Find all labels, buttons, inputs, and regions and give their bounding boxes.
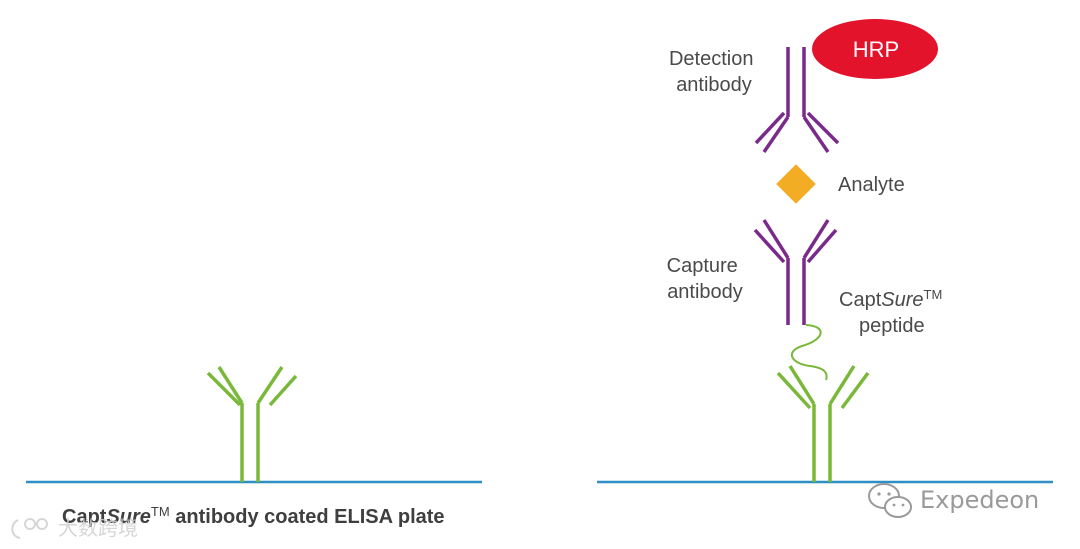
watermark: 大数跨境 <box>11 516 138 540</box>
capture-antibody <box>753 219 838 325</box>
detection-antibody-label: Detection antibody <box>669 48 759 96</box>
detection-antibody <box>754 47 840 153</box>
hrp-label: HRP <box>853 37 899 62</box>
right-panel: HRP Detection antibody Analyte Capture a… <box>597 19 1053 484</box>
expedeon-brand: Expedeon <box>868 483 1039 518</box>
left-panel: CaptSureTM antibody coated ELISA plate <box>26 366 482 528</box>
caption-italic: Sure <box>106 506 150 528</box>
capture-antibody-label: Capture antibody <box>667 255 744 303</box>
caption-tm: TM <box>151 504 170 519</box>
left-caption: CaptSureTM antibody coated ELISA plate <box>62 504 445 528</box>
captsure-peptide <box>790 324 828 381</box>
wechat-icon <box>868 483 912 518</box>
analyte-diamond <box>776 164 816 204</box>
watermark-text: 大数跨境 <box>58 516 138 540</box>
expedeon-logo-text: Expedeon <box>920 486 1039 514</box>
caption-suffix: antibody coated ELISA plate <box>170 506 445 528</box>
captsure-peptide-label: CaptSureTM peptide <box>839 282 948 337</box>
left-captsure-antibody <box>206 366 298 482</box>
hrp-ellipse <box>812 19 938 79</box>
analyte-label: Analyte <box>838 174 905 196</box>
watermark-logo-icon <box>11 518 48 539</box>
right-captsure-antibody <box>776 365 870 482</box>
caption-prefix: Capt <box>62 506 107 528</box>
